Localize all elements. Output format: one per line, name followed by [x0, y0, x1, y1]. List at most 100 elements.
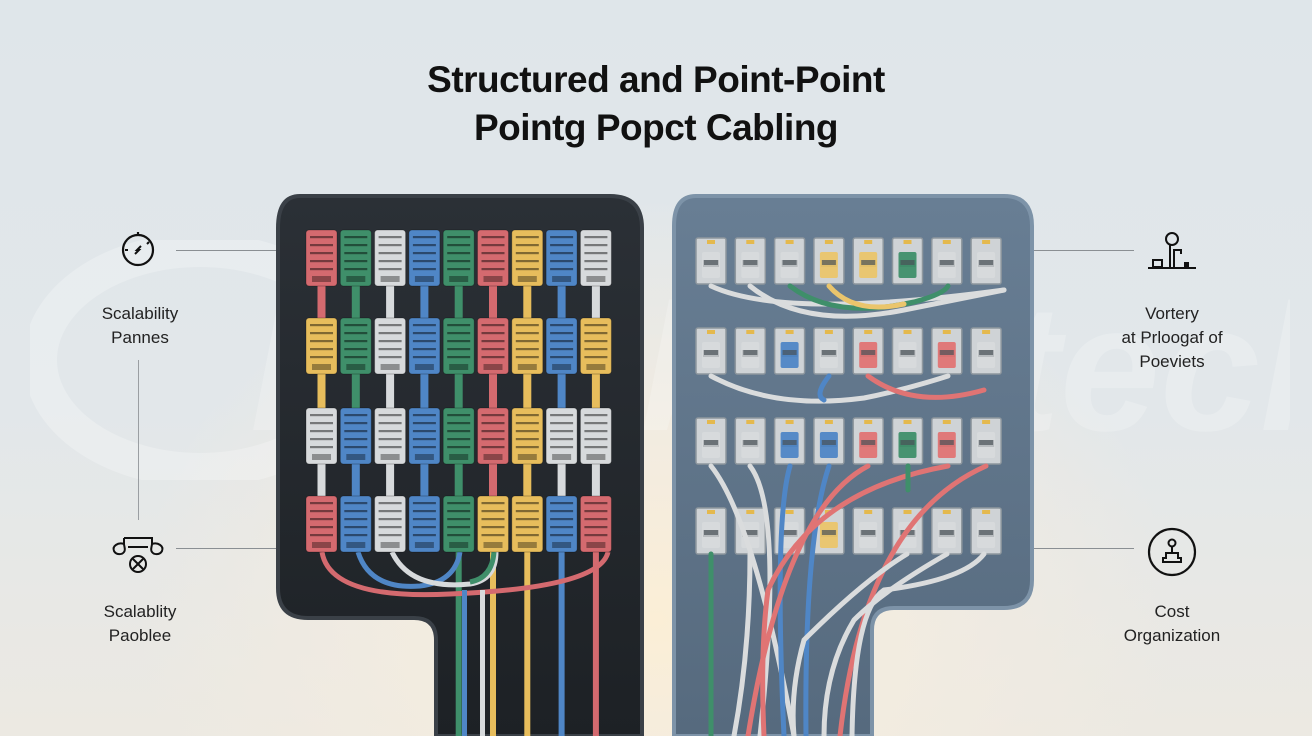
patch-port-red	[477, 229, 509, 287]
patch-port-white	[579, 229, 612, 287]
trunk-cable	[592, 552, 599, 736]
patch-port-blue	[408, 495, 441, 553]
patch-port-green	[339, 229, 372, 287]
patch-cable	[317, 374, 326, 408]
jack-port	[891, 237, 924, 285]
trunk-cable	[480, 590, 485, 736]
looped-cable	[355, 551, 463, 589]
left-label-1-line2: Pannes	[111, 328, 169, 347]
jack-port	[931, 507, 963, 555]
right-label-2: Cost Organization	[1100, 600, 1244, 648]
patch-cable	[454, 464, 463, 496]
jack-port	[852, 417, 884, 465]
patch-cable	[351, 374, 360, 408]
cable-white	[747, 283, 1007, 319]
jack-port	[773, 417, 806, 465]
patch-port-blue	[545, 229, 578, 287]
patch-port-white	[374, 229, 407, 287]
patch-port-blue	[408, 407, 441, 465]
patch-cable	[557, 374, 566, 408]
right-label-2-line2: Organization	[1123, 626, 1221, 645]
patch-port-red	[579, 495, 612, 553]
patch-port-blue	[339, 407, 372, 465]
cable-white	[708, 373, 951, 404]
jack-port	[931, 237, 963, 285]
patch-cable	[523, 464, 532, 496]
patch-cable	[557, 286, 566, 318]
cable-red	[760, 463, 951, 736]
trunk-cable	[462, 590, 467, 736]
patch-cable	[591, 464, 600, 496]
patch-port-yellow	[511, 495, 544, 553]
circle-joystick-icon	[1147, 527, 1197, 577]
patch-cable	[489, 374, 497, 408]
patch-port-green	[442, 407, 475, 465]
trunk-cable	[490, 552, 496, 736]
cable-red	[745, 463, 871, 736]
jack-port	[695, 327, 727, 375]
patch-port-white	[374, 495, 407, 553]
jack-port	[813, 237, 845, 285]
patch-port-blue	[545, 495, 578, 553]
trunk-cable	[455, 552, 462, 736]
patch-port-white	[579, 407, 612, 465]
patch-port-red	[305, 229, 338, 287]
jack-port	[931, 417, 963, 465]
patch-port-green	[442, 317, 475, 375]
patch-port-red	[477, 317, 509, 375]
cable-blue	[777, 463, 793, 736]
right-label-1-line3: Poeviets	[1139, 352, 1205, 371]
right-label-2-line1: Cost	[1154, 602, 1190, 621]
right-label-1: Vortery at Prloogaf of Poeviets	[1100, 302, 1244, 374]
jack-port	[695, 417, 727, 465]
joystick-switch-icon	[1148, 232, 1196, 269]
patch-port-green	[442, 495, 475, 553]
patch-cable	[523, 286, 532, 318]
right-label-1-line2: at Prloogaf of	[1121, 328, 1223, 347]
patch-port-white	[374, 407, 407, 465]
patch-cable	[420, 464, 429, 496]
patch-port-yellow	[511, 317, 544, 375]
jack-port	[891, 417, 924, 465]
patch-cable	[591, 286, 600, 318]
cable-white	[821, 551, 950, 736]
point-to-point-panel	[672, 194, 1034, 736]
patch-port-green	[442, 229, 475, 287]
jack-port	[931, 327, 963, 375]
connector-line	[176, 548, 278, 549]
patch-cable	[317, 464, 326, 496]
jack-port	[695, 237, 727, 285]
patch-cable	[454, 286, 463, 318]
title-line-1: Structured and Point-Point	[427, 59, 885, 100]
patch-port-red	[477, 407, 509, 465]
left-label-2-line1: Scalablity	[103, 602, 177, 621]
vertical-divider	[138, 360, 139, 520]
jack-port	[852, 237, 884, 285]
cable-white	[731, 551, 753, 736]
patch-port-blue	[408, 317, 441, 375]
patch-cable	[386, 464, 395, 496]
patch-port-blue	[339, 495, 372, 553]
jack-port	[734, 507, 767, 555]
patch-cable	[351, 286, 360, 318]
cable-red	[837, 463, 989, 736]
patch-cable	[420, 374, 429, 408]
jack-port	[734, 417, 767, 465]
patch-port-green	[339, 317, 372, 375]
patch-cable	[489, 464, 497, 496]
patch-cable	[386, 286, 395, 318]
patch-port-yellow	[511, 407, 544, 465]
patch-port-blue	[408, 229, 441, 287]
connector-line	[176, 250, 278, 251]
page-title: Structured and Point-Point Pointg Popct …	[0, 56, 1312, 152]
jack-port	[970, 327, 1002, 375]
cable-white	[849, 551, 987, 736]
patch-port-red	[305, 495, 338, 553]
patch-port-yellow	[579, 317, 612, 375]
trunk-cable	[558, 552, 565, 736]
looped-cable	[389, 550, 499, 588]
patch-cable	[386, 374, 395, 408]
connector-line	[1034, 548, 1134, 549]
patch-port-white	[305, 407, 338, 465]
patch-cable	[454, 374, 463, 408]
